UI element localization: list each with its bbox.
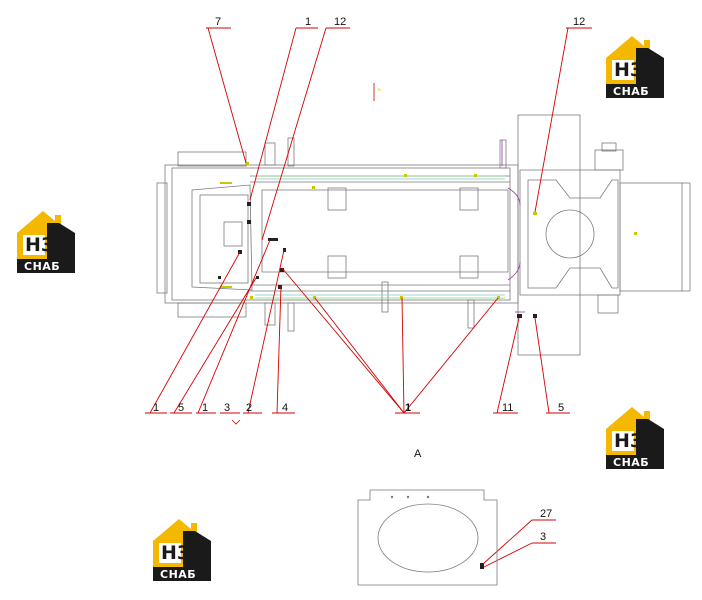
callout-2-mid: 2 (246, 402, 252, 414)
callout-1-left: 1 (153, 402, 159, 414)
callout-27: 27 (540, 508, 552, 520)
watermark-logo-right: H3 СНАБ (606, 407, 664, 469)
svg-text:H3: H3 (614, 430, 643, 452)
marker-ticks (220, 162, 637, 299)
svg-text:СНАБ: СНАБ (160, 568, 196, 581)
callout-4-mid: 4 (282, 402, 288, 414)
watermark-logo-left: H3 СНАБ (17, 211, 75, 273)
view-label: A (414, 448, 422, 460)
svg-text:H3: H3 (25, 234, 54, 256)
hydraulic-lines (255, 140, 525, 313)
callout-3-bottom: 3 (540, 531, 546, 543)
callout-1-top: 1 (305, 16, 311, 28)
callout-5-right: 5 (558, 402, 564, 414)
callout-1-center: 1 (405, 402, 411, 414)
fittings (218, 202, 537, 569)
leader-lines (145, 27, 592, 568)
callout-11: 11 (502, 402, 513, 414)
svg-text:СНАБ: СНАБ (24, 260, 60, 273)
watermark-logo-bottom-left: H3 СНАБ (153, 519, 211, 581)
svg-text:СНАБ: СНАБ (613, 85, 649, 98)
small-marker: B (378, 87, 381, 92)
tick-mark (231, 419, 241, 425)
callout-7: 7 (215, 16, 221, 28)
callout-12-right: 12 (573, 16, 585, 28)
callout-1-mid: 1 (202, 402, 208, 414)
svg-text:СНАБ: СНАБ (613, 456, 649, 469)
detail-plate (357, 489, 498, 586)
watermark-logo-top-right: H3 СНАБ (606, 36, 664, 98)
callout-12-top: 12 (334, 16, 346, 28)
svg-text:H3: H3 (161, 542, 190, 564)
callout-5-left: 5 (178, 402, 184, 414)
svg-text:H3: H3 (614, 59, 643, 81)
callout-3-mid: 3 (224, 402, 230, 414)
callout-labels: 7 1 12 12 1 5 1 3 2 4 1 11 5 27 3 (153, 16, 585, 543)
